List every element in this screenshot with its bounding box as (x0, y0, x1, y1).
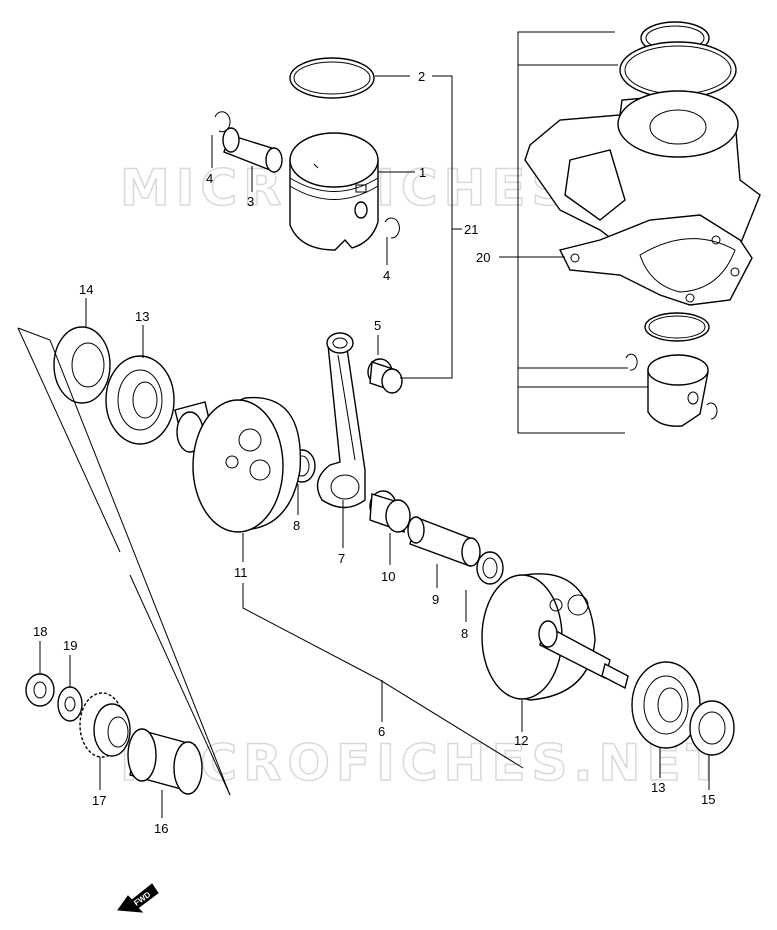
crank-half-left (174, 396, 302, 533)
bearing-right (631, 661, 701, 749)
leader-lines (17, 75, 710, 818)
bearing-left (105, 355, 175, 445)
gear (79, 692, 131, 758)
piston-ring (289, 57, 375, 99)
conrod (316, 332, 366, 509)
crank-pin (407, 516, 481, 567)
circlip-b (384, 217, 400, 239)
label-8a: 8 (293, 518, 300, 533)
label-11: 11 (234, 565, 248, 580)
label-13a: 13 (135, 309, 149, 324)
label-14: 14 (79, 282, 93, 297)
label-8b: 8 (461, 626, 468, 641)
piston-pin (222, 127, 283, 173)
washer (57, 686, 83, 722)
label-5: 5 (374, 318, 381, 333)
label-9: 9 (432, 592, 439, 607)
label-16: 16 (154, 821, 168, 836)
big-end-bearing (369, 490, 411, 533)
nut (25, 673, 55, 707)
kit-cylinder (524, 90, 761, 246)
kit-circlip-a (625, 353, 638, 371)
label-19: 19 (63, 638, 77, 653)
label-17: 17 (92, 793, 106, 808)
oil-seal-left (53, 326, 111, 404)
label-6: 6 (378, 724, 385, 739)
kit-bracket (517, 31, 650, 434)
kit-piston-ring (644, 312, 710, 342)
label-10: 10 (381, 569, 395, 584)
label-4a: 4 (206, 171, 213, 186)
label-2: 2 (418, 69, 425, 84)
label-3: 3 (247, 194, 254, 209)
small-end-bearing (367, 358, 403, 394)
part-labels: 2 1 4 3 21 4 20 14 13 5 8 7 11 10 9 8 18… (33, 69, 715, 836)
label-20: 20 (476, 250, 490, 265)
kit-head-gasket (619, 21, 737, 99)
kit-circlip-b (706, 402, 718, 420)
piston (289, 132, 379, 251)
crank-half-right (481, 573, 629, 701)
label-1: 1 (419, 165, 426, 180)
circlip-a (214, 111, 231, 133)
label-4b: 4 (383, 268, 390, 283)
watermark-bottom: MICROFICHES.NET (120, 734, 727, 792)
label-21: 21 (464, 222, 478, 237)
fwd-arrow-icon: FWD (117, 883, 159, 913)
spacer (127, 728, 203, 795)
gasket (558, 214, 753, 306)
label-7: 7 (338, 551, 345, 566)
kit-piston (647, 354, 709, 427)
label-18: 18 (33, 624, 47, 639)
label-15: 15 (701, 792, 715, 807)
label-13b: 13 (651, 780, 665, 795)
thrust-washer-b (476, 551, 504, 585)
label-12: 12 (514, 733, 528, 748)
oil-seal-right (689, 700, 735, 756)
